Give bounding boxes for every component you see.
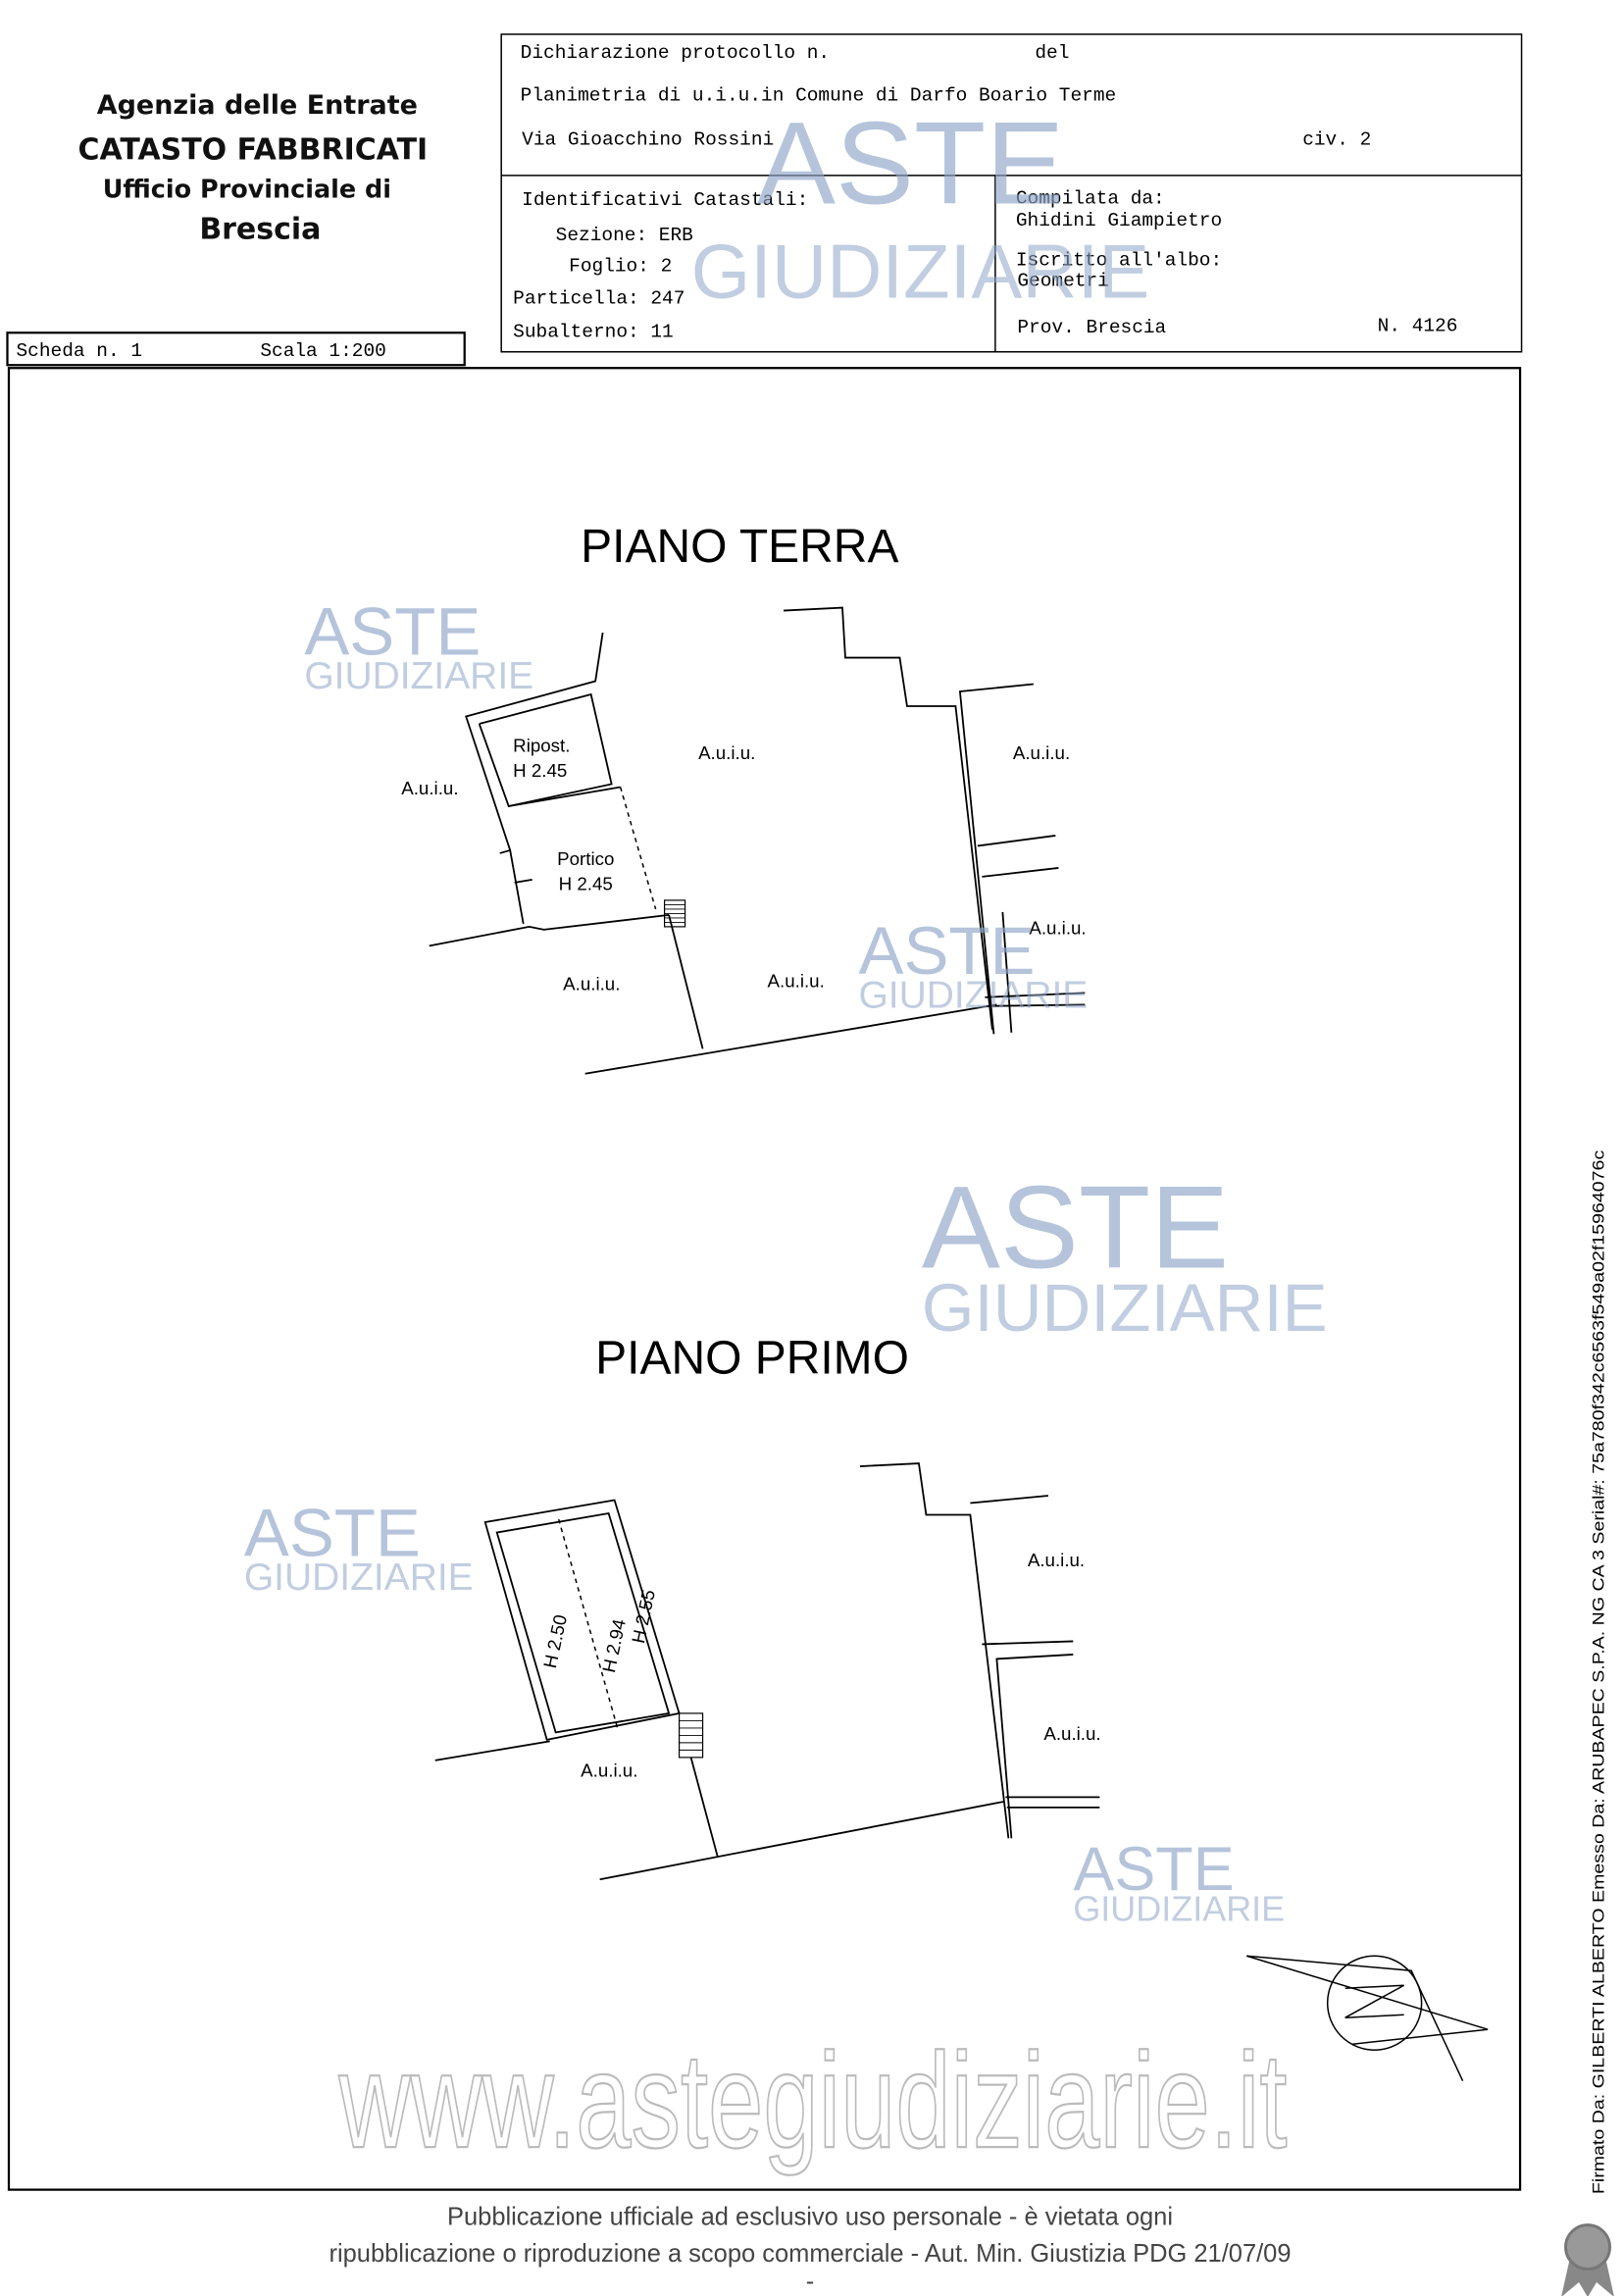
svg-text:GIUDIZIARIE: GIUDIZIARIE: [922, 1270, 1328, 1346]
agency-name: Agenzia delle Entrate: [97, 90, 418, 121]
stair-icon: [678, 1712, 704, 1759]
height-label: H 2.55: [628, 1588, 659, 1645]
compilata-title: Compilata da:: [1016, 187, 1165, 209]
footer-dash: -: [806, 2269, 814, 2296]
scheda-number: Scheda n. 1: [16, 340, 142, 362]
room-portico-height: H 2.45: [559, 873, 613, 893]
auiu-label: A.u.i.u.: [1013, 742, 1070, 763]
footer-line-1: Pubblicazione ufficiale ad esclusivo uso…: [447, 2204, 1173, 2231]
north-arrow-icon: [1246, 1955, 1489, 2081]
watermark-url: www.astegiudiziarie.it: [338, 2025, 1288, 2176]
svg-text:ASTE: ASTE: [858, 913, 1035, 989]
albo-label: Iscritto all'albo:: [1016, 249, 1222, 271]
svg-text:ASTE: ASTE: [757, 97, 1064, 229]
seal-icon: [1561, 2223, 1614, 2296]
svg-text:ASTE: ASTE: [304, 594, 481, 670]
office-label: Ufficio Provinciale di: [103, 175, 391, 204]
svg-text:ASTE: ASTE: [1073, 1835, 1234, 1904]
office-city: Brescia: [199, 212, 321, 246]
scheda-box: [6, 332, 466, 367]
auiu-label: A.u.i.u.: [1043, 1723, 1100, 1744]
protocol-date-label: del: [1035, 42, 1069, 64]
digital-signature: Firmato Da: GILBERTI ALBERTO Emesso Da: …: [1591, 1150, 1608, 2194]
auiu-label: A.u.i.u.: [768, 970, 825, 991]
auiu-label: A.u.i.u.: [401, 778, 458, 798]
room-portico: Portico: [557, 848, 614, 869]
svg-text:ASTE: ASTE: [922, 1162, 1229, 1294]
scale-label: Scala 1:200: [260, 340, 386, 362]
sezione: Sezione: ERB: [556, 225, 693, 246]
province: Prov. Brescia: [1017, 317, 1166, 338]
albo-value: Geometri: [1017, 270, 1108, 291]
identificativi-title: Identificativi Catastali:: [522, 189, 808, 211]
drawing-frame: [7, 367, 1522, 2191]
particella: Particella: 247: [513, 287, 685, 309]
piano-terra-plan: PIANO TERRA Ripost. H 2.45 Portico H 2.4…: [401, 521, 1087, 1075]
svg-text:GIUDIZIARIE: GIUDIZIARIE: [304, 655, 533, 697]
protocol-label: Dichiarazione protocollo n.: [521, 42, 830, 64]
room-ripostiglio: Ripost.: [513, 735, 570, 755]
svg-text:ASTE: ASTE: [244, 1495, 421, 1570]
stair-icon: [663, 899, 686, 928]
svg-text:GIUDIZIARIE: GIUDIZIARIE: [858, 974, 1088, 1016]
auiu-label: A.u.i.u.: [1028, 1550, 1085, 1570]
compilata-name: Ghidini Giampietro: [1016, 210, 1222, 231]
svg-text:GIUDIZIARIE: GIUDIZIARIE: [691, 228, 1150, 314]
svg-text:GIUDIZIARIE: GIUDIZIARIE: [1073, 1888, 1285, 1928]
height-label: H 2.50: [539, 1612, 571, 1669]
address: Via Gioacchino Rossini: [522, 128, 774, 150]
piano-primo-plan: PIANO PRIMO H 2.50 H 2.94 H 2.55 A.u.i.u…: [434, 1333, 1101, 1881]
catasto-title: CATASTO FABBRICATI: [77, 132, 428, 167]
watermark: ASTE GIUDIZIARIE ASTE GIUDIZIARIE ASTE G…: [244, 97, 1328, 2177]
piano-terra-title: PIANO TERRA: [581, 521, 898, 573]
auiu-label: A.u.i.u.: [1029, 917, 1086, 938]
auiu-label: A.u.i.u.: [581, 1760, 637, 1780]
agency-block: Agenzia delle Entrate CATASTO FABBRICATI…: [77, 90, 428, 246]
foglio: Foglio: 2: [569, 255, 672, 277]
room-ripostiglio-height: H 2.45: [513, 760, 567, 781]
auiu-label: A.u.i.u.: [698, 742, 755, 763]
registration-number: N. 4126: [1378, 316, 1458, 337]
auiu-label: A.u.i.u.: [563, 973, 620, 994]
subalterno: Subalterno: 11: [513, 322, 674, 343]
footer-line-2: ripubblicazione o riproduzione a scopo c…: [329, 2240, 1291, 2268]
height-label: H 2.94: [598, 1617, 630, 1674]
piano-primo-title: PIANO PRIMO: [595, 1333, 909, 1385]
header-table: Dichiarazione protocollo n. del Planimet…: [500, 33, 1523, 353]
svg-text:GIUDIZIARIE: GIUDIZIARIE: [244, 1556, 474, 1599]
civic-number: civ. 2: [1302, 128, 1371, 150]
planimetria-label: Planimetria di u.i.u.in Comune di Darfo …: [521, 84, 1117, 106]
